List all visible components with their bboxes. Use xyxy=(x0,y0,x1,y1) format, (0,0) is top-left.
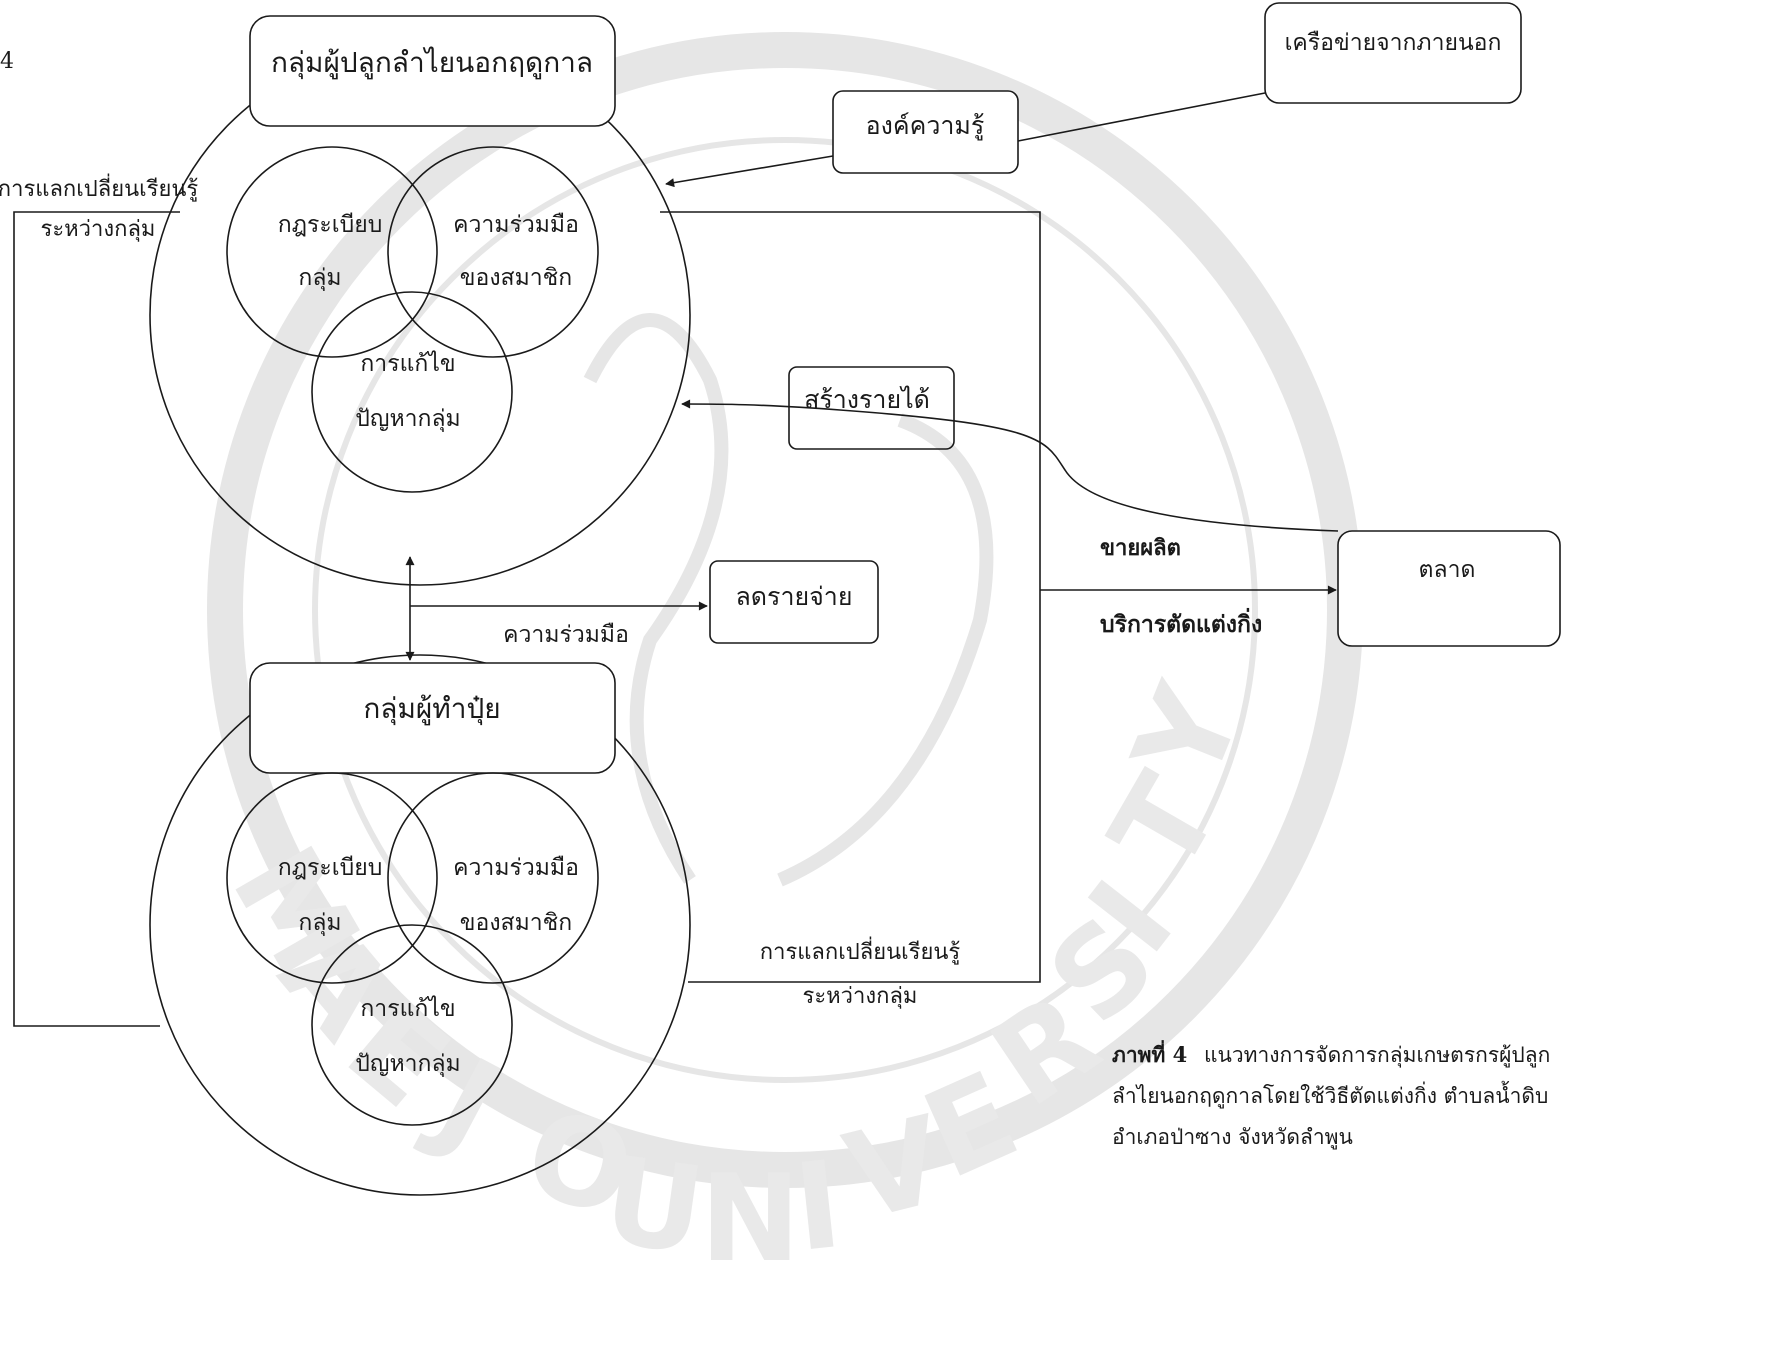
watermark-letter: U xyxy=(596,1131,712,1282)
create-income-label: สร้างรายได้ xyxy=(804,385,930,414)
longan-group-venn: กฎระเบียบ กลุ่ม ความร่วมมือ ของสมาชิก กา… xyxy=(226,146,599,493)
create-income-box xyxy=(788,366,955,450)
knowledge-arrow xyxy=(665,155,834,188)
venn-circle-rules xyxy=(226,772,438,984)
fertilizer-group-circle xyxy=(149,654,691,1196)
longan-group-title-box xyxy=(249,15,616,127)
venn-label-problem-solving-line2: ปัญหากลุ่ม xyxy=(355,1051,460,1077)
external-to-knowledge-line xyxy=(1017,92,1266,142)
reduce-expenses-box xyxy=(709,560,879,644)
venn-label-problem-solving-line1: การแก้ไข xyxy=(360,995,455,1022)
fertilizer-group-title: กลุ่มผู้ทำปุ๋ย xyxy=(363,692,500,726)
fertilizer-group-title-box xyxy=(249,662,616,774)
page-number: 4 xyxy=(0,49,14,74)
venn-label-rules-line1: กฎระเบียบ xyxy=(278,855,383,881)
venn-label-cooperation-line2: ของสมาชิก xyxy=(460,910,572,936)
knowledge-box xyxy=(832,90,1019,174)
left-exchange-bracket xyxy=(13,211,180,1027)
pruning-service-label: บริการตัดแต่งกิ่ง xyxy=(1100,607,1262,638)
caption-label: ภาพที่ 4 xyxy=(1112,1039,1187,1067)
caption-line3: อำเภอป่าซาง จังหวัดลำพูน xyxy=(1112,1125,1353,1150)
sell-product-label: ขายผลิต xyxy=(1100,535,1181,561)
venn-circle-problem-solving xyxy=(311,291,513,493)
reduce-expenses-label: ลดรายจ่าย xyxy=(735,582,852,611)
venn-label-cooperation-line1: ความร่วมมือ xyxy=(453,855,579,881)
venn-circle-cooperation xyxy=(387,772,599,984)
venn-circle-cooperation xyxy=(387,146,599,358)
venn-label-cooperation-line1: ความร่วมมือ xyxy=(453,212,579,238)
external-network-label: เครือข่ายจากภายนอก xyxy=(1285,30,1502,56)
venn-label-problem-solving-line2: ปัญหากลุ่ม xyxy=(355,406,460,432)
venn-label-rules-line2: กลุ่ม xyxy=(298,910,341,936)
caption-line1: ภาพที่ 4 แนวทางการจัดการกลุ่มเกษตรกรผู้ป… xyxy=(1112,1039,1550,1068)
figure-caption: ภาพที่ 4 แนวทางการจัดการกลุ่มเกษตรกรผู้ป… xyxy=(1112,1039,1550,1150)
caption-text-1: แนวทางการจัดการกลุ่มเกษตรกรผู้ปลูก xyxy=(1204,1043,1550,1068)
venn-label-rules-line1: กฎระเบียบ xyxy=(278,212,383,238)
watermark-letter: N xyxy=(700,1150,800,1289)
exchange-bottom-line2: ระหว่างกลุ่ม xyxy=(803,984,918,1009)
market-box xyxy=(1337,530,1561,647)
venn-label-cooperation-line2: ของสมาชิก xyxy=(460,265,572,291)
cooperation-label: ความร่วมมือ xyxy=(503,622,629,648)
market-to-income-arrow xyxy=(681,399,1339,532)
venn-label-problem-solving-line1: การแก้ไข xyxy=(360,350,455,377)
venn-label-rules-line2: กลุ่ม xyxy=(298,265,341,291)
caption-line2: ลำไยนอกฤดูกาลโดยใช้วิธีตัดแต่งกิ่ง ตำบลน… xyxy=(1112,1081,1548,1109)
external-network-box xyxy=(1264,2,1522,104)
exchange-left-line2: ระหว่างกลุ่ม xyxy=(41,217,156,242)
knowledge-label: องค์ความรู้ xyxy=(866,111,985,141)
venn-circle-problem-solving xyxy=(311,924,513,1126)
exchange-left-line1: การแลกเปลี่ยนเรียนรู้ xyxy=(0,173,198,202)
fertilizer-group-venn: กฎระเบียบ กลุ่ม ความร่วมมือ ของสมาชิก กา… xyxy=(226,772,599,1126)
exchange-rectangle xyxy=(660,211,1041,983)
longan-group-title: กลุ่มผู้ปลูกลำไยนอกฤดูกาล xyxy=(271,46,593,80)
exchange-bottom-line1: การแลกเปลี่ยนเรียนรู้ xyxy=(760,936,961,965)
market-label: ตลาด xyxy=(1419,557,1476,583)
venn-circle-rules xyxy=(226,146,438,358)
